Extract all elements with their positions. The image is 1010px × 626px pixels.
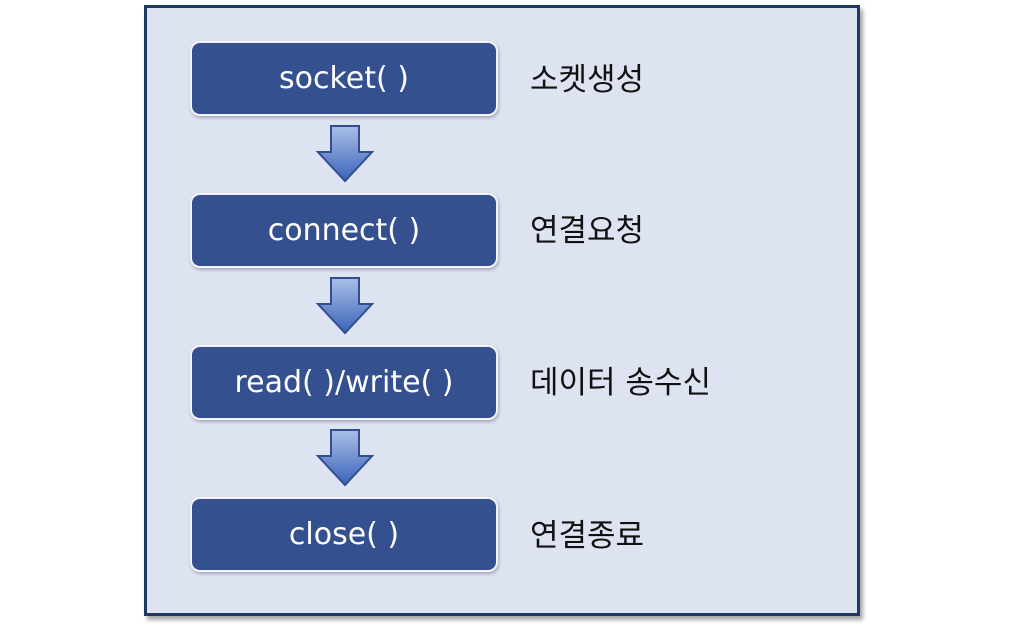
step-readwrite-box: read( )/write( ) <box>190 345 498 420</box>
step-readwrite-description: 데이터 송수신 <box>530 365 711 401</box>
step-socket-box: socket( ) <box>190 41 498 116</box>
down-arrow-icon <box>316 429 374 487</box>
step-connect-label: connect( ) <box>267 213 421 248</box>
step-readwrite-label: read( )/write( ) <box>234 365 454 400</box>
step-socket-label: socket( ) <box>279 61 409 96</box>
step-close-label: close( ) <box>288 517 400 552</box>
step-connect-description: 연결요청 <box>530 213 645 249</box>
step-connect-box: connect( ) <box>190 193 498 268</box>
down-arrow-icon <box>316 125 374 183</box>
step-close-description: 연결종료 <box>530 518 645 554</box>
step-close-box: close( ) <box>190 497 498 572</box>
step-socket-description: 소켓생성 <box>530 62 645 98</box>
down-arrow-icon <box>316 277 374 335</box>
